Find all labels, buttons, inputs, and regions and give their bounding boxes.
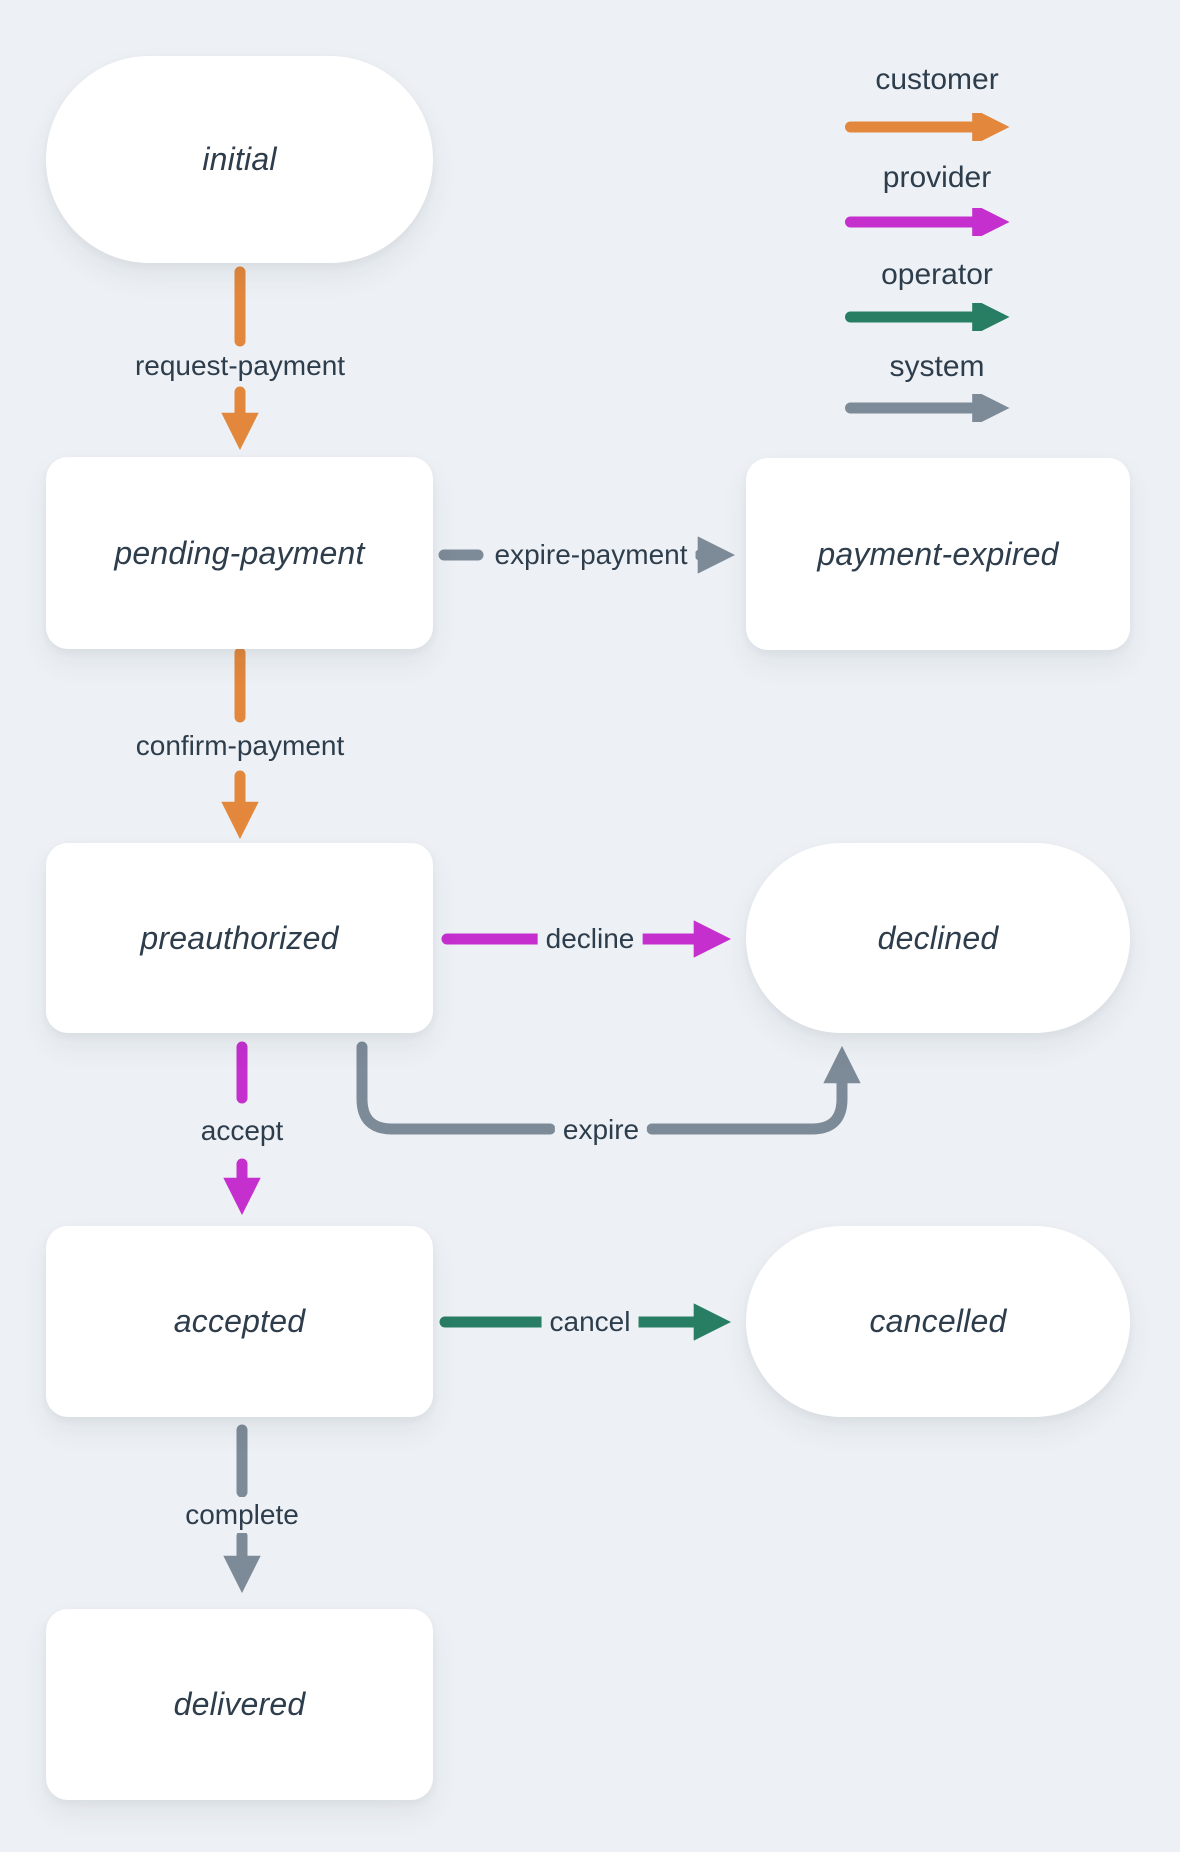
edge-label-accept: accept: [192, 1113, 292, 1149]
legend-label-operator: operator: [881, 258, 993, 291]
legend-arrow-operator-icon: [845, 303, 1010, 331]
edge-label-expire-payment: expire-payment: [486, 537, 696, 573]
node-payment-expired-label: payment-expired: [817, 535, 1059, 572]
edge-label-cancel: cancel: [541, 1304, 639, 1340]
node-cancelled: cancelled: [746, 1226, 1130, 1417]
edge-expire: [356, 1041, 861, 1135]
edge-label-request-payment: request-payment: [126, 348, 354, 384]
node-cancelled-label: cancelled: [869, 1303, 1007, 1339]
legend-label-customer: customer: [875, 63, 999, 96]
legend-arrow-provider-icon: [845, 208, 1010, 236]
node-preauthorized: preauthorized: [46, 843, 433, 1033]
legend-arrow-system-icon: [845, 394, 1010, 422]
node-pending-payment-label: pending-payment: [114, 534, 365, 571]
node-accepted-label: accepted: [173, 1303, 306, 1339]
legend-arrow-customer-icon: [845, 113, 1010, 141]
edge-label-expire: expire: [554, 1112, 648, 1148]
node-delivered-label: delivered: [173, 1686, 306, 1722]
node-initial-label: initial: [202, 141, 277, 177]
edge-label-decline: decline: [537, 921, 643, 957]
node-preauthorized-label: preauthorized: [140, 919, 339, 956]
edge-label-confirm-payment: confirm-payment: [127, 728, 353, 764]
node-payment-expired: payment-expired: [746, 458, 1130, 650]
node-accepted: accepted: [46, 1226, 433, 1417]
legend-label-system: system: [889, 350, 985, 383]
edge-label-complete: complete: [177, 1497, 307, 1533]
legend-label-provider: provider: [882, 161, 992, 194]
node-delivered: delivered: [46, 1609, 433, 1800]
node-declined: declined: [746, 843, 1130, 1033]
node-declined-label: declined: [877, 919, 999, 956]
node-pending-payment: pending-payment: [46, 457, 433, 649]
node-initial: initial: [46, 56, 433, 263]
